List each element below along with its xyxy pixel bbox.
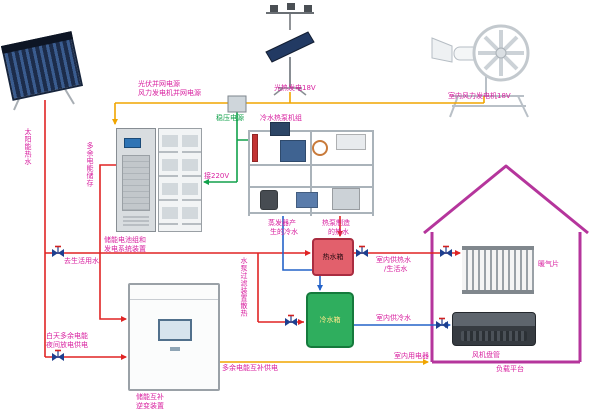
label-indoor-cold: 室内供冷水 [376,314,411,322]
turbine-hub [495,47,507,59]
inverter-screen [158,319,192,341]
lamp-icon [287,3,295,10]
label-inverter-1: 储能互补 [136,393,164,401]
heat-pump-module [280,140,306,162]
label-day-surplus-1: 白天多余电能 [46,332,88,340]
red-column [252,134,258,162]
valve-icon [356,245,368,257]
label-fan-coil: 风机盘管 [472,351,500,359]
cold-water-tank: 冷水箱 [306,292,354,348]
pv-panel-stand [265,3,315,96]
inverter-cabinet [128,283,220,391]
bench-leg [310,130,312,216]
battery-control-cabinet [116,128,156,232]
buffer-tank [332,188,360,210]
label-indoor-hot-2: /生活水 [384,265,408,273]
control-screen [270,122,290,136]
label-surplus-storage: 多余电能储存 [86,142,94,187]
cabinet-module-grid [122,155,150,211]
fan-coil-grille [461,331,527,341]
label-to-domestic: 去生活用水 [64,257,99,265]
valve-icon [52,349,64,361]
label-hp-hot-1: 热泵制造 [322,219,350,227]
label-load-platform: 负载平台 [496,365,524,373]
bench-leg [248,130,250,216]
fan-coil-unit [452,312,536,346]
coil-icon [312,140,328,156]
label-pv-generation: 光热发电18V [274,84,316,92]
hot-water-pipes [44,100,460,358]
turbine-tail [431,37,453,63]
label-battery-cabinet-2: 发电系统装置 [104,245,146,253]
cabinet-seam [130,299,218,300]
label-day-surplus-2: 夜间放电供电 [46,341,88,349]
label-inverter-2: 逆变装置 [136,402,164,410]
cabinet-vent [123,216,149,226]
cold-water-pipes [282,216,450,326]
cabinet-screen [124,138,141,148]
label-battery-cabinet-1: 储能电池组和 [104,236,146,244]
compressor [260,190,278,210]
label-wind-grid-power: 风力发电机并网电源 [138,89,201,97]
pv-panel [265,31,315,63]
lamp-icon [304,5,312,12]
bench-leg [372,130,374,216]
voltage-regulator-box [227,95,247,113]
label-surplus-supply: 多余电能互补供电 [222,364,278,372]
cold-tank-label: 冷水箱 [319,316,341,324]
house-outline [423,164,589,364]
radiator [462,246,534,294]
label-evaporator-2: 生的冷水 [270,228,298,236]
lamp-icon [270,5,278,12]
label-indoor-appliance: 室内用电器 [394,352,429,360]
label-indoor-hot-1: 室内供热水 [376,256,411,264]
label-ac220: 接220V [204,172,230,180]
gauge-panel [336,134,366,150]
label-pump-filter: 水泵过滤装置散热 [240,257,248,317]
generation-system-cabinet [158,128,202,232]
valve-icon [436,317,448,329]
inverter-button [170,347,180,351]
label-heat-pump-unit: 冷水热泵机组 [260,114,302,122]
label-radiator: 暖气片 [538,260,559,268]
power-line-220v [204,112,250,183]
hot-tank-label: 热水箱 [322,253,344,261]
label-hp-hot-2: 的热水 [328,228,349,236]
heat-pump-bench [248,122,374,216]
valve-icon [440,245,452,257]
label-evaporator-1: 蒸发器产 [268,219,296,227]
label-pv-grid-power: 光伏并网电源 [138,80,180,88]
label-wind-generation: 室内风力发电机18V [448,92,511,100]
valve-icon [285,314,297,326]
battery-shelf-items [162,135,198,227]
hot-water-tank: 热水箱 [312,238,354,276]
valve-icon [52,245,64,257]
power-line-18v [114,92,485,124]
wind-turbine [431,24,530,118]
water-pump [296,192,318,208]
label-solar-hot-water: 太阳能热水 [24,128,32,166]
label-voltage-regulator: 稳压电源 [216,114,244,122]
